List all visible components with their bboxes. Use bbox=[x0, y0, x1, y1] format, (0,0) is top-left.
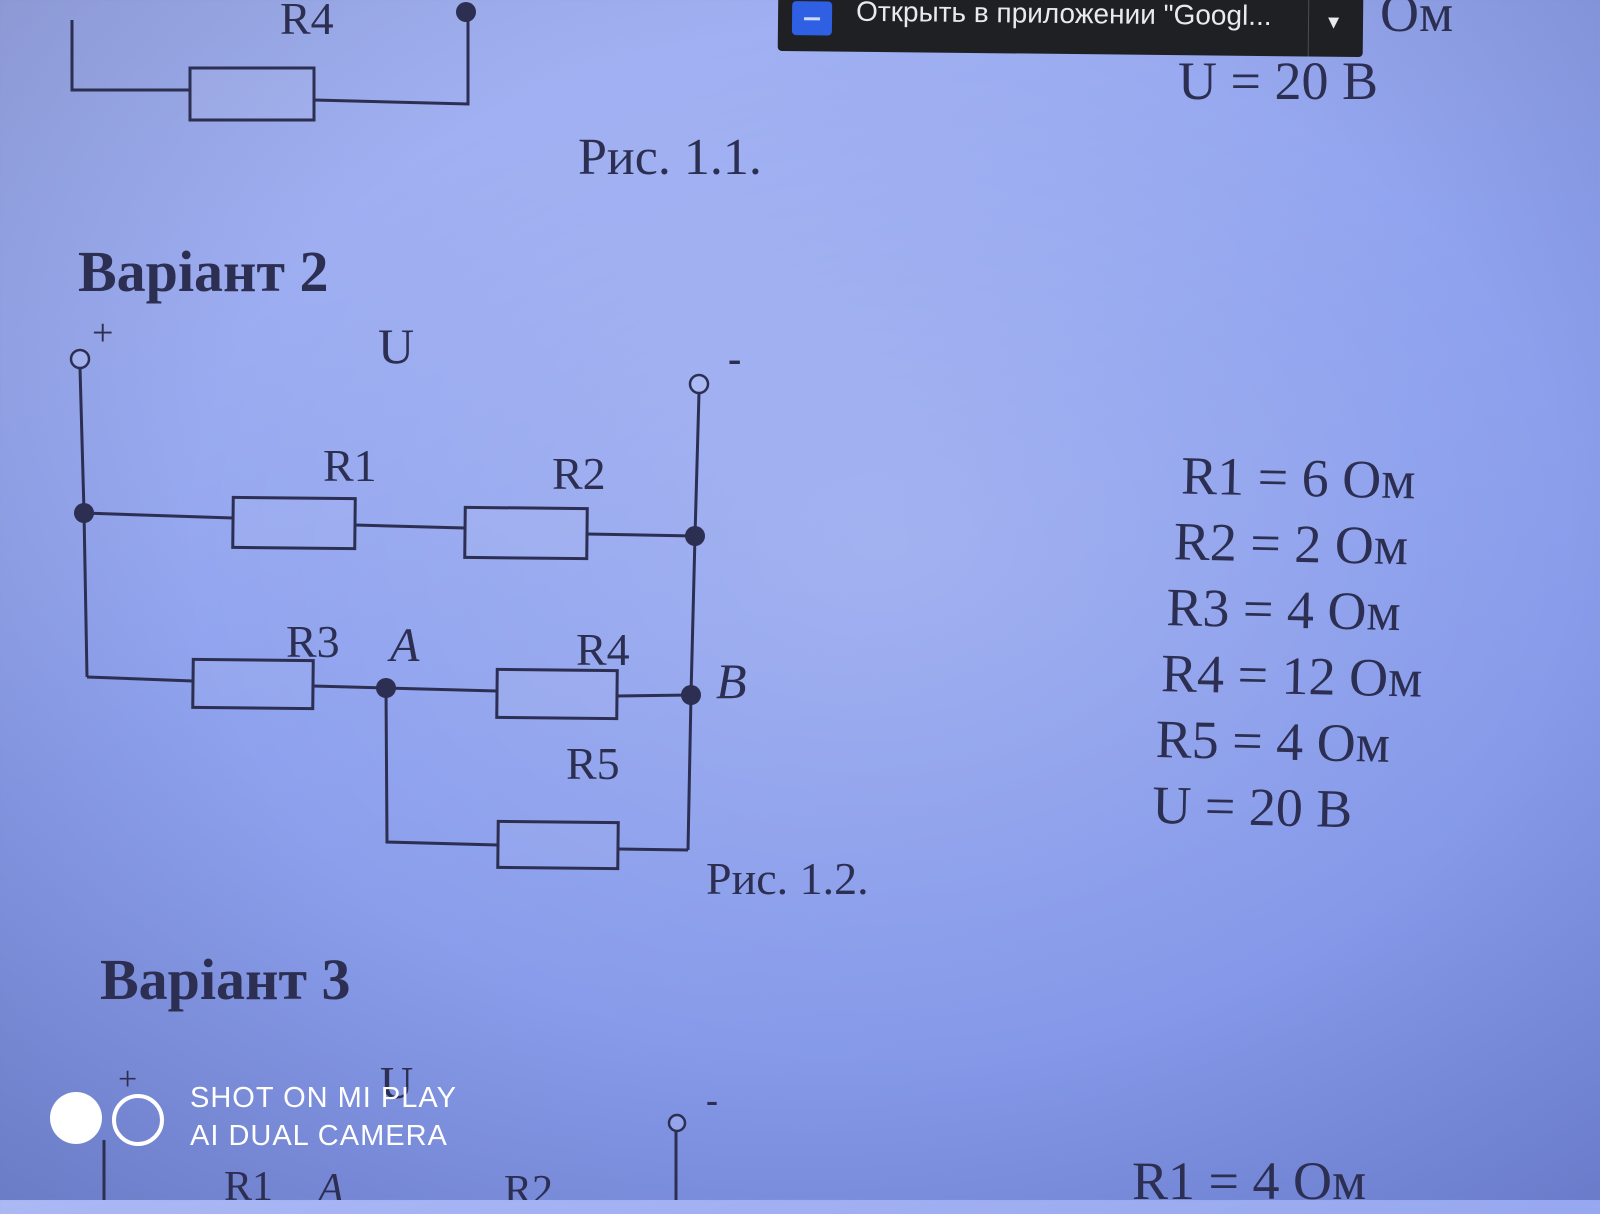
wire bbox=[313, 12, 470, 106]
label-r5: R5 bbox=[566, 738, 620, 789]
parameters-variant-2: R1 = 6 Ом R2 = 2 Ом R3 = 4 Ом R4 = 12 Ом… bbox=[1152, 442, 1427, 844]
parameters-variant-3: R1 = 4 Ом bbox=[1132, 1148, 1366, 1214]
watermark-line-1: SHOT ON MI PLAY bbox=[190, 1082, 457, 1114]
resistor-r1 bbox=[231, 495, 357, 551]
wire bbox=[70, 20, 190, 92]
label-r2-v3: R2 bbox=[504, 1168, 553, 1200]
label-a-v3: A bbox=[315, 1166, 344, 1200]
resistor-r2 bbox=[463, 505, 589, 561]
param-r3: R3 = 4 Ом bbox=[1165, 577, 1402, 643]
watermark-line-2: AI DUAL CAMERA bbox=[190, 1120, 448, 1152]
param-r4: R4 = 12 Ом bbox=[1160, 643, 1423, 709]
resistor-r4-top bbox=[188, 66, 316, 122]
label-node-a: A bbox=[387, 619, 420, 672]
caption-fig-1-1: Рис. 1.1. bbox=[578, 129, 762, 186]
lens-ring-icon bbox=[112, 1094, 164, 1146]
node-b bbox=[681, 685, 701, 705]
docs-app-icon bbox=[791, 1, 833, 36]
wire bbox=[384, 687, 499, 847]
resistor-r5 bbox=[496, 819, 620, 871]
variant2-circuit: + - U R1 R2 R3 R4 A B R5 bbox=[69, 312, 747, 871]
unit-fragment-top: Ом bbox=[1380, 0, 1454, 43]
open-in-app-label[interactable]: Открыть в приложении "Googl... bbox=[855, 0, 1272, 32]
label-r3: R3 bbox=[286, 616, 340, 667]
label-r4-top: R4 bbox=[280, 0, 334, 44]
minus-sign: - bbox=[728, 336, 741, 381]
junction-node bbox=[456, 2, 476, 22]
wire bbox=[312, 684, 498, 693]
wire bbox=[354, 523, 466, 530]
resistor-r4 bbox=[495, 667, 619, 721]
wire-right bbox=[686, 392, 701, 851]
chevron-down-icon[interactable]: ▾ bbox=[1327, 8, 1340, 34]
divider bbox=[1307, 0, 1310, 57]
plus-terminal bbox=[69, 348, 91, 370]
param-u: U = 20 В bbox=[1151, 774, 1353, 840]
wire bbox=[617, 847, 689, 852]
plus-sign-v3: + bbox=[118, 1061, 137, 1098]
lens-dot-icon bbox=[50, 1092, 102, 1144]
caption-fig-1-2: Рис. 1.2. bbox=[706, 853, 869, 904]
label-u: U bbox=[378, 318, 414, 374]
param-r5: R5 = 4 Ом bbox=[1155, 708, 1391, 774]
variant3-fragment: + U - R1 A R2 bbox=[102, 1057, 718, 1200]
wire bbox=[86, 675, 194, 683]
wire bbox=[83, 511, 234, 520]
heading-variant-2: Варіант 2 bbox=[78, 239, 329, 304]
param-r2: R2 = 2 Ом bbox=[1173, 511, 1409, 577]
param-r1: R1 = 6 Ом bbox=[1180, 445, 1417, 511]
param-r1-v3: R1 = 4 Ом bbox=[1132, 1151, 1367, 1211]
wire bbox=[616, 693, 692, 698]
label-r1: R1 bbox=[323, 440, 377, 491]
wire bbox=[586, 532, 696, 538]
variant1-fragment: R4 bbox=[70, 0, 476, 122]
minus-sign-v3: - bbox=[706, 1080, 718, 1120]
heading-variant-3: Варіант 3 bbox=[100, 947, 351, 1012]
plus-sign: + bbox=[92, 312, 113, 354]
label-r4: R4 bbox=[576, 624, 630, 675]
camera-watermark: SHOT ON MI PLAY AI DUAL CAMERA bbox=[50, 1082, 510, 1172]
minus-terminal bbox=[688, 373, 710, 395]
voltage-top: U = 20 В bbox=[1178, 48, 1378, 114]
label-u-v3: U bbox=[380, 1057, 413, 1108]
open-in-app-banner[interactable]: Открыть в приложении "Googl... ▾ bbox=[777, 0, 1364, 58]
param-line: U = 20 В bbox=[1178, 51, 1378, 111]
label-r2: R2 bbox=[552, 448, 606, 499]
resistor-r3 bbox=[191, 657, 315, 711]
label-node-b: B bbox=[716, 653, 747, 709]
label-r1-v3: R1 bbox=[224, 1164, 273, 1200]
minus-terminal-v3 bbox=[667, 1113, 687, 1133]
